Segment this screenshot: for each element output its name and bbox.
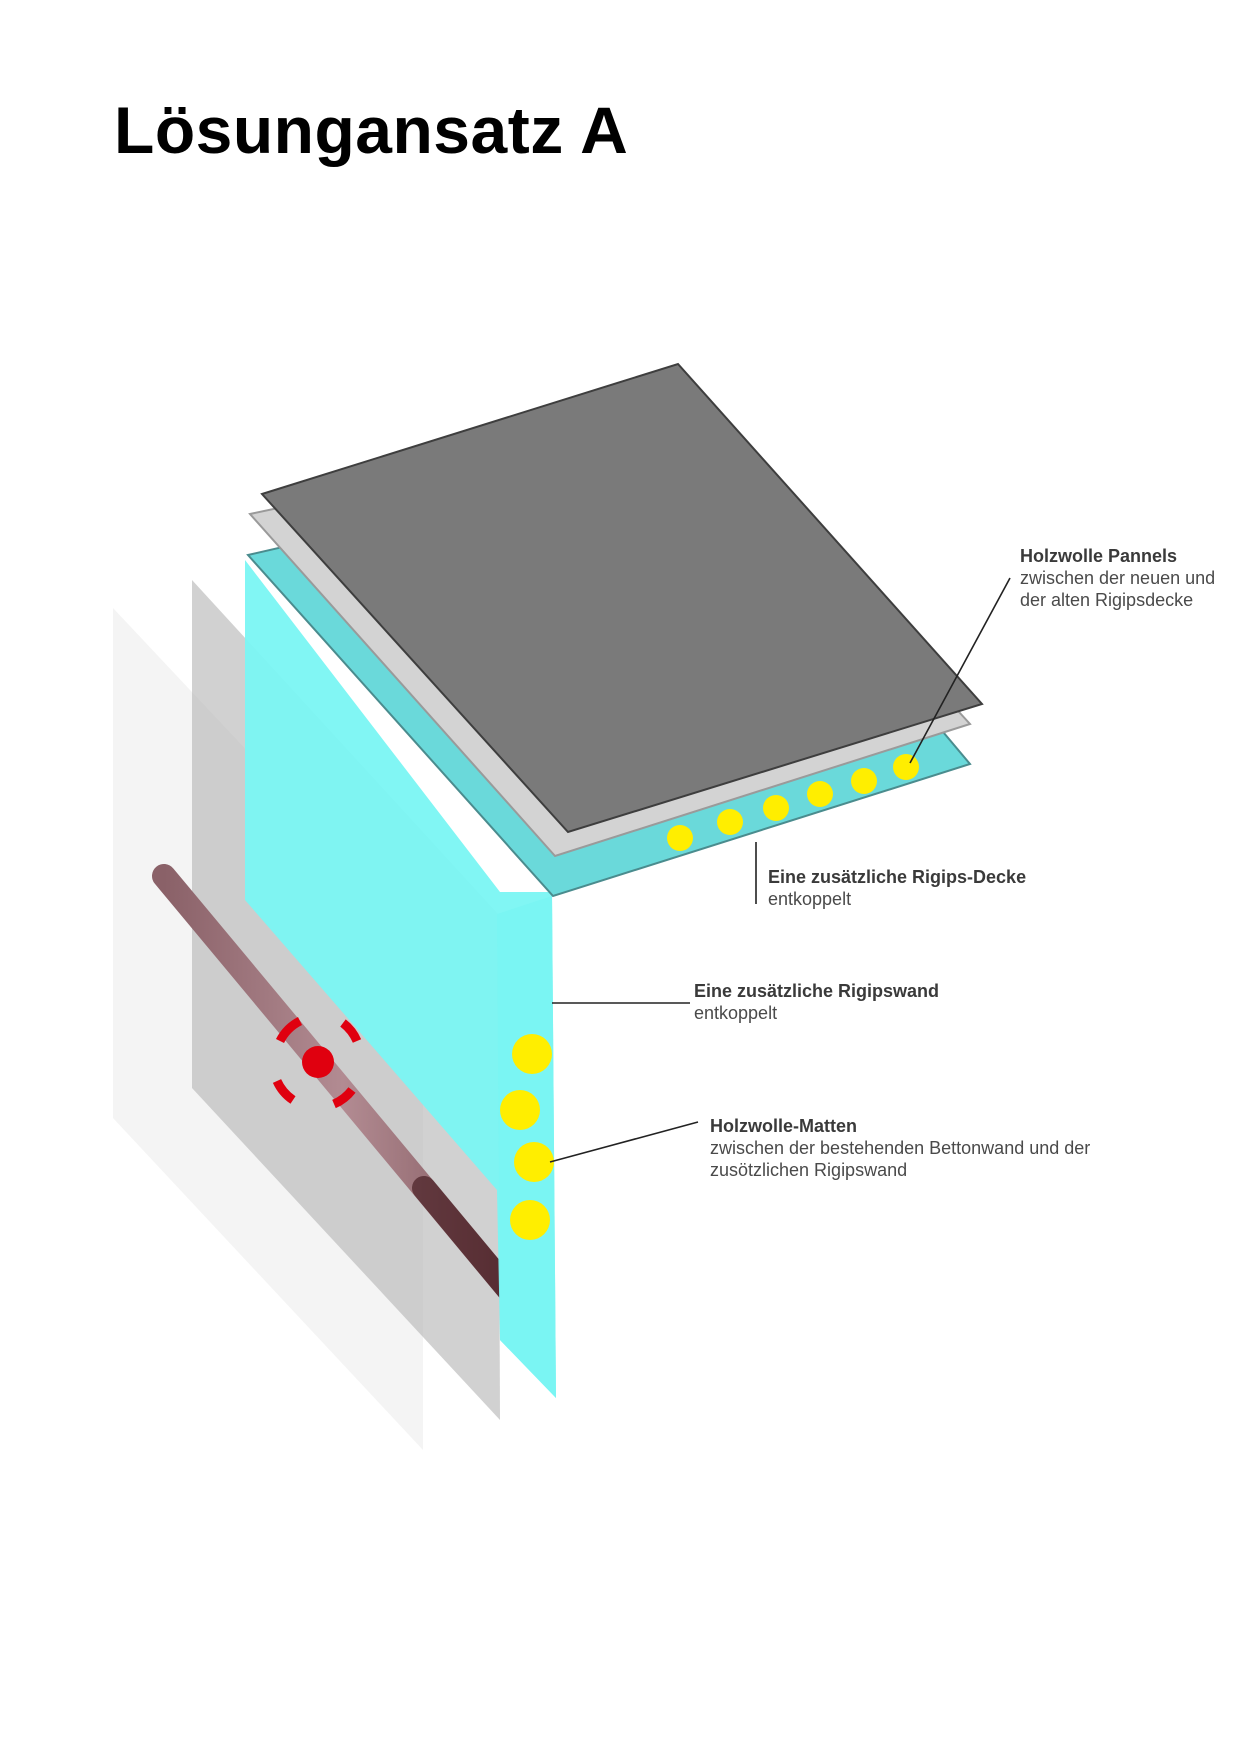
- leader-line-pannels: [909, 577, 1011, 764]
- wall-insulation-mats: [500, 1034, 554, 1240]
- label-holzwolle-pannels-title: Holzwolle Pannels: [1020, 546, 1178, 566]
- concrete-ceiling: [260, 362, 984, 834]
- label-holzwolle-matten: Holzwolle-Matten zwischen der bestehende…: [710, 1115, 1130, 1181]
- label-rigipswand-title: Eine zusätzliche Rigipswand: [694, 981, 940, 1001]
- label-holzwolle-matten-title: Holzwolle-Matten: [710, 1116, 857, 1136]
- leader-line-matten: [549, 1121, 699, 1163]
- sound-source-icon: [272, 1016, 362, 1109]
- label-holzwolle-pannels: Holzwolle Pannels zwischen der neuen und…: [1020, 545, 1220, 611]
- additional-rigipswand: [245, 560, 556, 1398]
- label-rigips-decke-description: entkoppelt: [768, 889, 852, 909]
- ceiling-insulation-pannels: [667, 754, 919, 851]
- label-holzwolle-matten-description: zwischen der bestehenden Bettonwand und …: [710, 1138, 1091, 1180]
- label-rigipswand: Eine zusätzliche Rigipswand entkoppelt: [694, 980, 1094, 1024]
- label-holzwolle-pannels-description: zwischen der neuen und der alten Rigipsd…: [1020, 568, 1216, 610]
- label-rigips-decke-title: Eine zusätzliche Rigips-Decke: [768, 867, 1027, 887]
- label-rigipswand-description: entkoppelt: [694, 1003, 778, 1023]
- label-rigips-decke: Eine zusätzliche Rigips-Decke entkoppelt: [768, 866, 1168, 910]
- page-title: Lösungansatz A: [114, 93, 629, 167]
